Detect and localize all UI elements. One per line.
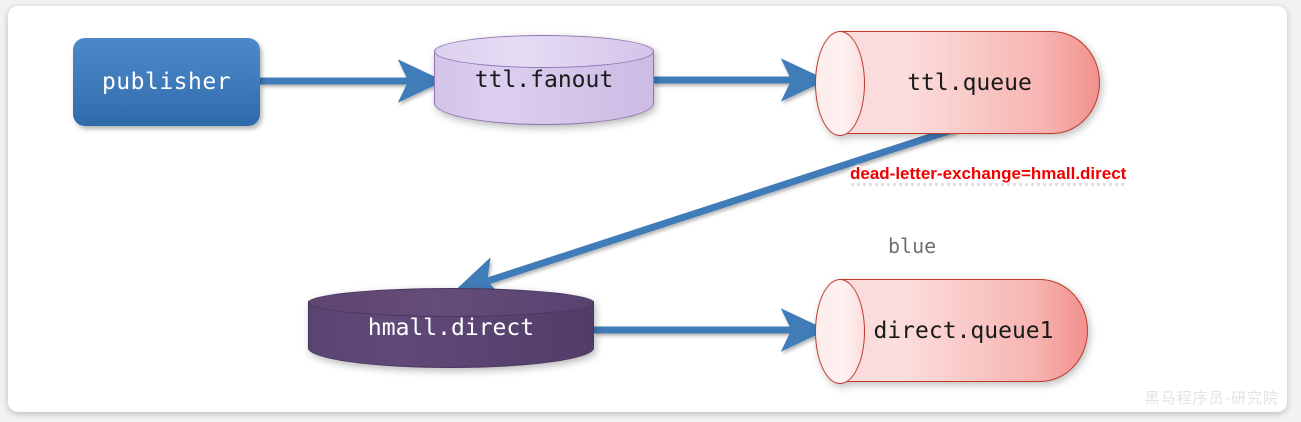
binding-key-text: blue (888, 234, 937, 258)
node-direct-queue1-label: direct.queue1 (873, 317, 1054, 344)
node-direct-queue1[interactable]: direct.queue1 (815, 279, 1088, 384)
cylinder-top-ellipse (434, 35, 654, 68)
cylinder-top-ellipse (308, 288, 594, 317)
node-ttl-fanout-label: ttl.fanout (474, 67, 614, 93)
node-ttl-fanout[interactable]: ttl.fanout (434, 35, 654, 125)
node-hmall-direct[interactable]: hmall.direct (308, 288, 594, 368)
dead-letter-exchange-annotation: dead-letter-exchange=hmall.direct (850, 164, 1128, 186)
watermark: 黑马程序员-研究院 (1144, 389, 1279, 407)
node-publisher[interactable]: publisher (73, 38, 260, 126)
node-ttl-queue[interactable]: ttl.queue (815, 31, 1100, 136)
annotation-underline (851, 183, 1128, 186)
cylinder-left-ellipse (815, 31, 865, 136)
node-hmall-direct-label: hmall.direct (367, 315, 535, 341)
cylinder-body (839, 279, 1088, 382)
dead-letter-exchange-text: dead-letter-exchange=hmall.direct (850, 164, 1127, 183)
cylinder-left-ellipse (815, 279, 865, 384)
node-publisher-label: publisher (101, 69, 232, 95)
arrow-ttl-queue-to-hmall-direct (453, 125, 957, 299)
node-ttl-queue-label: ttl.queue (907, 69, 1032, 96)
cylinder-body (839, 31, 1100, 134)
binding-key-label-blue: blue (888, 234, 936, 258)
